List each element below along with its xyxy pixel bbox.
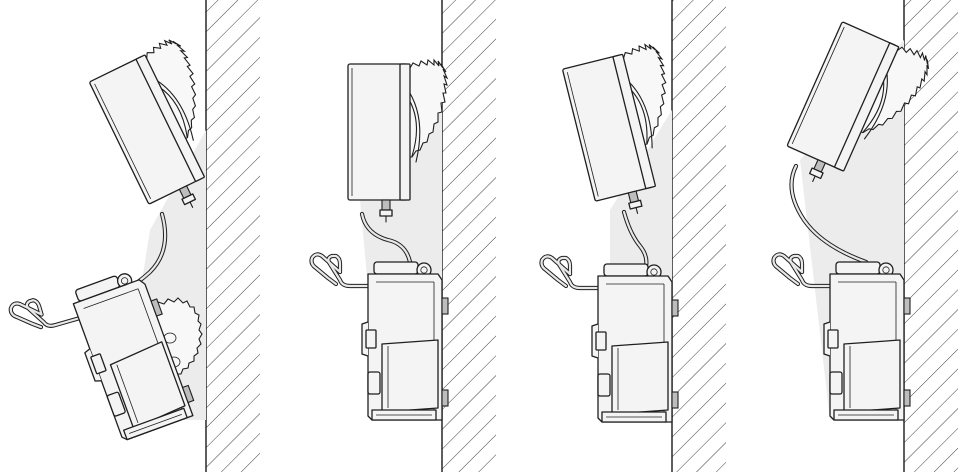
diagram-panel-4 [774, 17, 935, 421]
wall-panel-1 [205, 0, 260, 472]
walls [205, 0, 958, 472]
trail-camera [823, 261, 911, 421]
diagram-panel-1 [9, 34, 249, 444]
trail-camera [361, 261, 449, 421]
antenna [542, 256, 607, 288]
wall-panel-3 [671, 0, 726, 472]
antenna [9, 288, 80, 336]
diagram-panel-2 [312, 59, 449, 421]
trail-camera [591, 263, 679, 423]
wall-panel-2 [441, 0, 496, 472]
diagram-panel-3 [542, 40, 698, 423]
